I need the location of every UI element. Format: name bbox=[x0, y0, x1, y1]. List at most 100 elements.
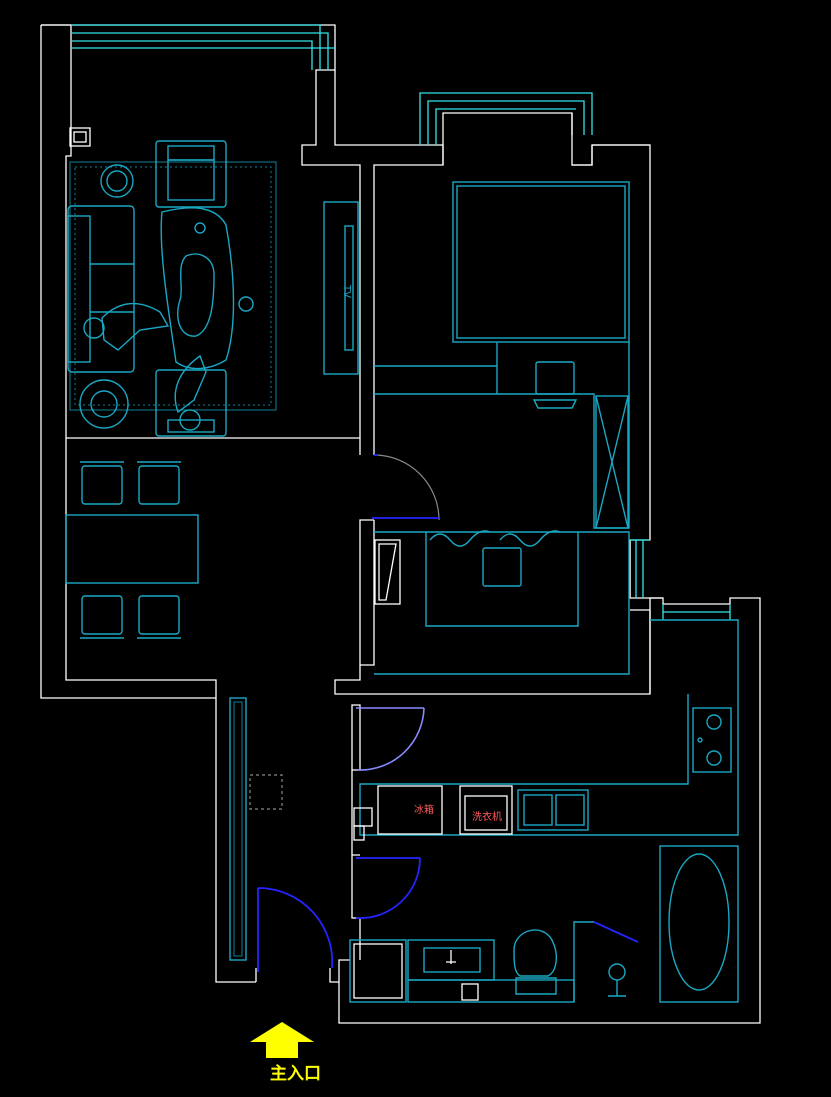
washer-label: 洗衣机 bbox=[472, 810, 502, 823]
entrance: 主入口 bbox=[250, 1022, 321, 1084]
basin bbox=[423, 947, 481, 973]
sofa-back bbox=[67, 215, 91, 363]
kitchen-jamb bbox=[351, 770, 360, 856]
floor-drain bbox=[461, 983, 479, 1001]
bedroom-lower bbox=[374, 531, 630, 675]
windows bbox=[71, 24, 731, 620]
entrance-door[interactable] bbox=[257, 887, 334, 972]
bathtub-basin bbox=[668, 853, 730, 991]
outer-wall-left-outer bbox=[40, 25, 216, 699]
entry-jamb bbox=[255, 968, 339, 983]
living-window bbox=[71, 24, 335, 70]
burner-1 bbox=[706, 714, 722, 730]
toilet-tank bbox=[515, 977, 557, 995]
washer-inner bbox=[464, 795, 508, 831]
side-table-bottom-inner bbox=[90, 390, 118, 418]
column-box bbox=[69, 127, 91, 147]
sink bbox=[517, 789, 589, 831]
bedroom-door-jamb bbox=[359, 438, 375, 666]
tv-label: TV bbox=[341, 284, 352, 298]
shower-head bbox=[593, 921, 639, 943]
dresser-mirror bbox=[378, 543, 397, 601]
bath-counter bbox=[407, 979, 575, 1003]
bed-inner bbox=[456, 185, 626, 339]
floor-fan bbox=[608, 963, 626, 981]
sink-bowl-1 bbox=[523, 794, 553, 826]
bathroom-door[interactable] bbox=[355, 857, 421, 919]
bedroom-door[interactable] bbox=[372, 454, 439, 519]
armchair-top bbox=[155, 140, 227, 208]
bathroom bbox=[349, 845, 739, 1003]
person-2-head bbox=[179, 409, 201, 431]
living-wall-top bbox=[334, 70, 420, 146]
rug bbox=[69, 161, 277, 411]
wardrobe bbox=[595, 395, 629, 529]
dresser bbox=[374, 539, 401, 605]
hallway bbox=[229, 697, 283, 961]
bedroom-wall-left bbox=[373, 144, 444, 455]
dining-table bbox=[65, 514, 199, 584]
side-window bbox=[630, 539, 650, 598]
washer bbox=[459, 785, 513, 835]
kitchen-window bbox=[662, 604, 731, 620]
kitchen: 冰箱 洗衣机 bbox=[353, 619, 739, 841]
toilet-bowl bbox=[513, 929, 558, 977]
dining-chair-3 bbox=[81, 595, 123, 635]
shoe-cabinet-inner bbox=[233, 701, 243, 957]
living-room: TV bbox=[67, 127, 359, 437]
armchair-top-seat bbox=[167, 159, 215, 201]
sink-bowl-2 bbox=[555, 794, 585, 826]
armchair-bottom bbox=[155, 369, 227, 437]
walls bbox=[40, 24, 761, 1024]
bed bbox=[452, 181, 630, 343]
bath-cabinet bbox=[349, 939, 407, 1003]
shoe-cabinet bbox=[229, 697, 247, 961]
bedroom-bottom-wall bbox=[334, 609, 651, 695]
person-head bbox=[83, 317, 105, 339]
side-table-top bbox=[100, 164, 134, 198]
wardrobe-cross bbox=[595, 395, 629, 529]
entry-mat bbox=[249, 774, 283, 810]
rug-fringe bbox=[74, 166, 272, 406]
dining-chair-4 bbox=[138, 595, 180, 635]
person-body bbox=[101, 302, 170, 351]
fridge bbox=[377, 785, 443, 835]
faucet bbox=[446, 950, 456, 964]
curtain bbox=[429, 530, 561, 547]
tv-cabinet bbox=[323, 201, 359, 375]
desk-chair bbox=[535, 361, 575, 395]
coffee-table-item bbox=[177, 253, 215, 337]
dining-chair-2 bbox=[138, 465, 180, 505]
armchair-top-back bbox=[167, 145, 215, 161]
bedroom-window-wall bbox=[571, 113, 593, 166]
bedroom-window bbox=[419, 92, 593, 145]
fridge-label: 冰箱 bbox=[414, 803, 434, 816]
closet bbox=[374, 531, 579, 627]
bathtub bbox=[659, 845, 739, 1003]
kitchen-box-2 bbox=[353, 825, 365, 841]
doors bbox=[257, 454, 440, 972]
dining-chair-1 bbox=[81, 465, 123, 505]
person-2-body bbox=[174, 354, 207, 414]
bedroom bbox=[374, 181, 630, 675]
outer-wall-left bbox=[41, 24, 256, 983]
dining-area bbox=[65, 461, 199, 639]
shower-wall bbox=[573, 921, 594, 1002]
decor-circle bbox=[238, 296, 254, 312]
bedroom-door-swing bbox=[373, 454, 440, 521]
tv-screen bbox=[344, 225, 354, 351]
living-room-wall bbox=[66, 24, 361, 439]
ottoman bbox=[482, 547, 522, 587]
stove-knob bbox=[697, 737, 703, 743]
floor-fan-stand bbox=[608, 980, 626, 997]
stove bbox=[692, 707, 732, 773]
kitchen-jamb-top bbox=[351, 704, 361, 771]
bath-cabinet-inner bbox=[353, 943, 403, 999]
column-box-inner bbox=[73, 131, 87, 143]
kitchen-door[interactable] bbox=[356, 707, 425, 771]
desk-area bbox=[374, 342, 630, 529]
kitchen-counter bbox=[359, 619, 739, 836]
desk-chair-base bbox=[532, 399, 578, 409]
coffee-table bbox=[160, 207, 235, 370]
